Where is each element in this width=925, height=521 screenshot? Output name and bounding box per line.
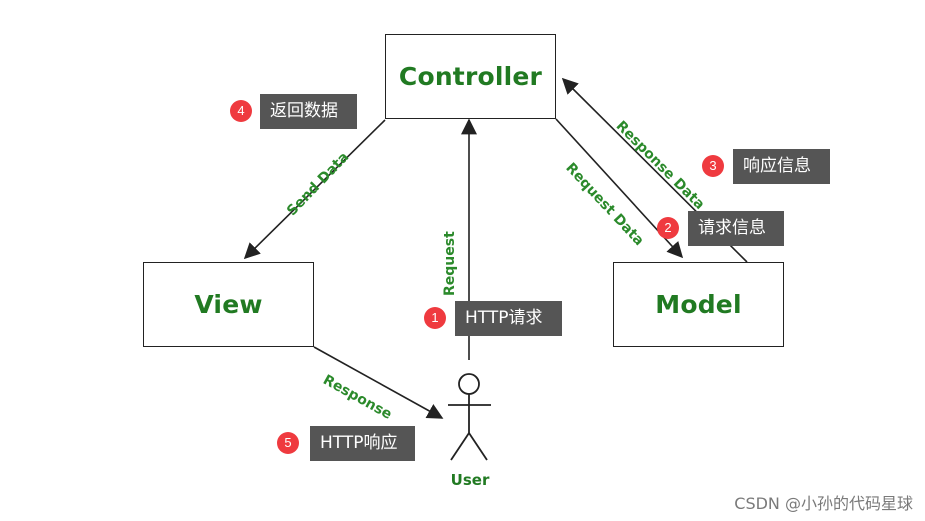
step-tag-4: 返回数据 [260, 94, 357, 129]
step-badge-5: 5 [277, 432, 299, 454]
user-label: User [450, 471, 490, 489]
view-node: View [143, 262, 314, 347]
step-badge-2: 2 [657, 217, 679, 239]
step-badge-3: 3 [702, 155, 724, 177]
watermark-text: CSDN @小孙的代码星球 [734, 494, 913, 513]
response-arrow [313, 346, 444, 419]
model-node: Model [613, 262, 784, 347]
send-data-arrow [243, 119, 386, 260]
step-tag-2: 请求信息 [688, 211, 784, 246]
step-tag-1: HTTP请求 [455, 301, 562, 336]
controller-node: Controller [385, 34, 556, 119]
step-badge-1: 1 [424, 307, 446, 329]
user-figure [448, 373, 491, 461]
request-label: Request [442, 231, 458, 296]
step-badge-4: 4 [230, 100, 252, 122]
step-tag-5: HTTP响应 [310, 426, 415, 461]
step-tag-3: 响应信息 [733, 149, 830, 184]
